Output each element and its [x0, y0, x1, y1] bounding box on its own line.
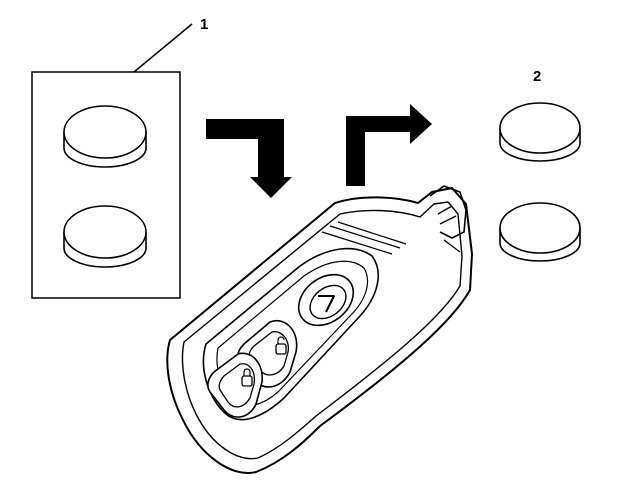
key-ring-loop: [429, 185, 467, 239]
coin-battery-new-top: [499, 102, 581, 162]
remove-arrow-icon: [206, 119, 292, 198]
key-fob-transmitter: [166, 185, 473, 474]
key-fob-button-lock: [207, 352, 263, 418]
coin-battery-old-top: [63, 105, 147, 168]
battery-package-outline: [31, 71, 181, 299]
callout-leader-1: [133, 23, 193, 73]
key-fob-keypad: [202, 247, 380, 421]
callout-label-1: 1: [200, 16, 208, 33]
coin-battery-new-bottom: [499, 202, 581, 262]
key-fob-rim: [181, 201, 463, 460]
coin-battery-old-bottom: [63, 205, 147, 268]
callout-label-2: 2: [533, 68, 541, 85]
key-fob-button-top: [297, 273, 355, 327]
battery-package: [31, 71, 181, 299]
install-arrow-icon: [346, 104, 432, 186]
